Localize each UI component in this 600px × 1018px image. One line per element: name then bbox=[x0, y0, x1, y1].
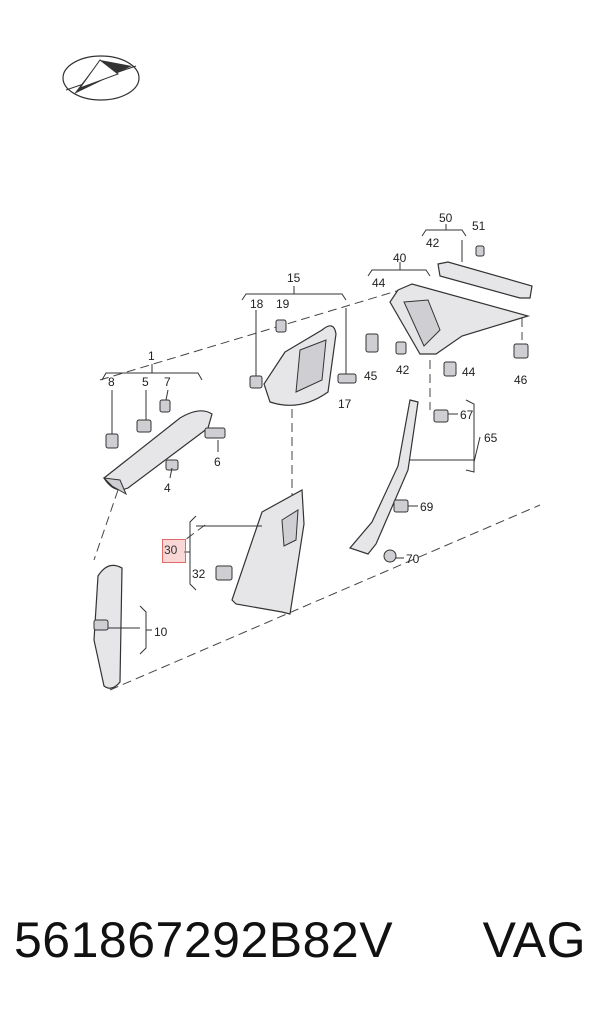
part-1-trim bbox=[102, 410, 213, 496]
perspective-lines bbox=[93, 289, 541, 691]
part-15-trim bbox=[263, 325, 337, 406]
label-15: 15 bbox=[287, 271, 301, 285]
label-70: 70 bbox=[406, 552, 420, 566]
label-42-top: 42 bbox=[426, 236, 440, 250]
part-45-clip bbox=[365, 333, 379, 353]
label-50: 50 bbox=[439, 211, 453, 225]
part-19-screw bbox=[275, 319, 287, 333]
part-67-screw bbox=[433, 409, 449, 423]
footer: 561867292B82V VAG bbox=[14, 905, 586, 975]
label-10: 10 bbox=[154, 625, 168, 639]
parts-diagram: 1 8 5 7 6 4 15 18 19 17 40 44 50 42 51 4… bbox=[62, 55, 541, 691]
part-10-trim bbox=[93, 564, 123, 689]
part-44-clip bbox=[443, 361, 457, 377]
label-17: 17 bbox=[338, 397, 352, 411]
label-1: 1 bbox=[148, 349, 155, 363]
part-65-strip bbox=[348, 399, 419, 555]
label-40: 40 bbox=[393, 251, 407, 265]
part-30-trim bbox=[231, 489, 305, 615]
label-69: 69 bbox=[420, 500, 434, 514]
label-6: 6 bbox=[214, 455, 221, 469]
label-44: 44 bbox=[462, 365, 476, 379]
vag-compass-logo-icon bbox=[62, 55, 140, 101]
part-8-clip bbox=[105, 433, 119, 449]
part-number-text: 561867292B82V bbox=[14, 912, 394, 968]
part-70-clip bbox=[383, 549, 397, 563]
part-42-clip bbox=[395, 341, 407, 355]
part-7-screw bbox=[159, 399, 171, 413]
part-5-clip bbox=[136, 419, 152, 433]
label-19: 19 bbox=[276, 297, 290, 311]
label-32: 32 bbox=[192, 567, 206, 581]
part-51-screw bbox=[475, 245, 485, 257]
highlighted-part-marker[interactable] bbox=[162, 539, 186, 563]
label-44-top: 44 bbox=[372, 276, 386, 290]
part-6-badge bbox=[204, 427, 226, 439]
part-32-clip bbox=[215, 565, 233, 581]
part-17-clip bbox=[337, 373, 357, 384]
label-65: 65 bbox=[484, 431, 498, 445]
label-30[interactable]: 30 bbox=[164, 543, 178, 557]
leader-lines bbox=[101, 224, 481, 655]
label-46: 46 bbox=[514, 373, 528, 387]
label-8: 8 bbox=[108, 375, 115, 389]
label-51: 51 bbox=[472, 219, 486, 233]
part-46-clip bbox=[513, 343, 529, 359]
label-67: 67 bbox=[460, 408, 474, 422]
part-40-trim bbox=[389, 283, 531, 355]
part-labels: 1 8 5 7 6 4 15 18 19 17 40 44 50 42 51 4… bbox=[108, 211, 528, 639]
label-45: 45 bbox=[364, 369, 378, 383]
label-5: 5 bbox=[142, 375, 149, 389]
part-18-clip bbox=[249, 375, 263, 389]
label-42: 42 bbox=[396, 363, 410, 377]
part-50-light bbox=[437, 261, 533, 299]
label-18: 18 bbox=[250, 297, 264, 311]
label-7: 7 bbox=[164, 375, 171, 389]
label-4: 4 bbox=[164, 481, 171, 495]
part-69-clip bbox=[393, 499, 409, 513]
brand-text: VAG bbox=[482, 912, 586, 968]
